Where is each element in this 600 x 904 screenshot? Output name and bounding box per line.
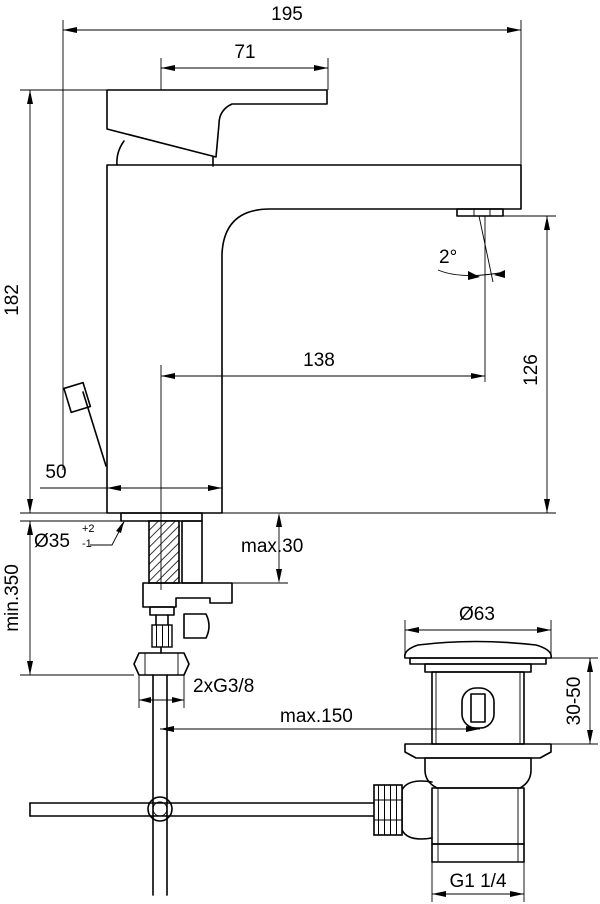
- waste-flange: [404, 743, 552, 759]
- faucet-handle: [106, 89, 328, 158]
- label-max-thickness: max.30: [241, 536, 303, 557]
- fixing-plate: [142, 582, 233, 608]
- label-waste-range: 30-50: [564, 677, 585, 726]
- label-hole-tol-plus: +2: [82, 523, 95, 535]
- waste-valve: [373, 640, 552, 863]
- label-waste-diameter: Ø63: [459, 604, 495, 625]
- waste-thread: [373, 784, 403, 836]
- label-min-hose: min.350: [2, 564, 23, 632]
- faucet-body: [106, 164, 522, 514]
- label-handle-length: 71: [234, 42, 255, 63]
- aerator: [456, 208, 504, 217]
- label-spout-height: 126: [521, 354, 542, 386]
- base-ring: [120, 512, 203, 522]
- cross-joint: [147, 796, 173, 822]
- label-body-width: 50: [45, 462, 66, 483]
- waste-body: [431, 671, 525, 745]
- label-overall-height: 182: [2, 284, 23, 316]
- faucet: [63, 89, 522, 676]
- waste-cap: [403, 640, 552, 659]
- label-waste-thread: G1 1/4: [449, 871, 506, 892]
- hex-connector: [133, 652, 190, 676]
- dimension-labels: 195 71 182 126 138 50 2° Ø35 +2 -1 max.3…: [2, 4, 585, 892]
- pipes: [29, 674, 383, 896]
- popup-knob: [63, 381, 92, 414]
- dimension-lines: [20, 20, 598, 902]
- label-hole-diameter: Ø35: [34, 531, 70, 552]
- label-max-distance: max.150: [280, 706, 353, 727]
- label-hole-tol-minus: -1: [82, 538, 92, 550]
- label-spout-reach: 138: [303, 350, 335, 371]
- label-overall-width: 195: [271, 4, 303, 25]
- label-spray-angle: 2°: [439, 247, 457, 268]
- label-connections: 2xG3/8: [193, 676, 254, 697]
- popup-rod: [82, 391, 107, 467]
- flex-hose: [148, 520, 180, 584]
